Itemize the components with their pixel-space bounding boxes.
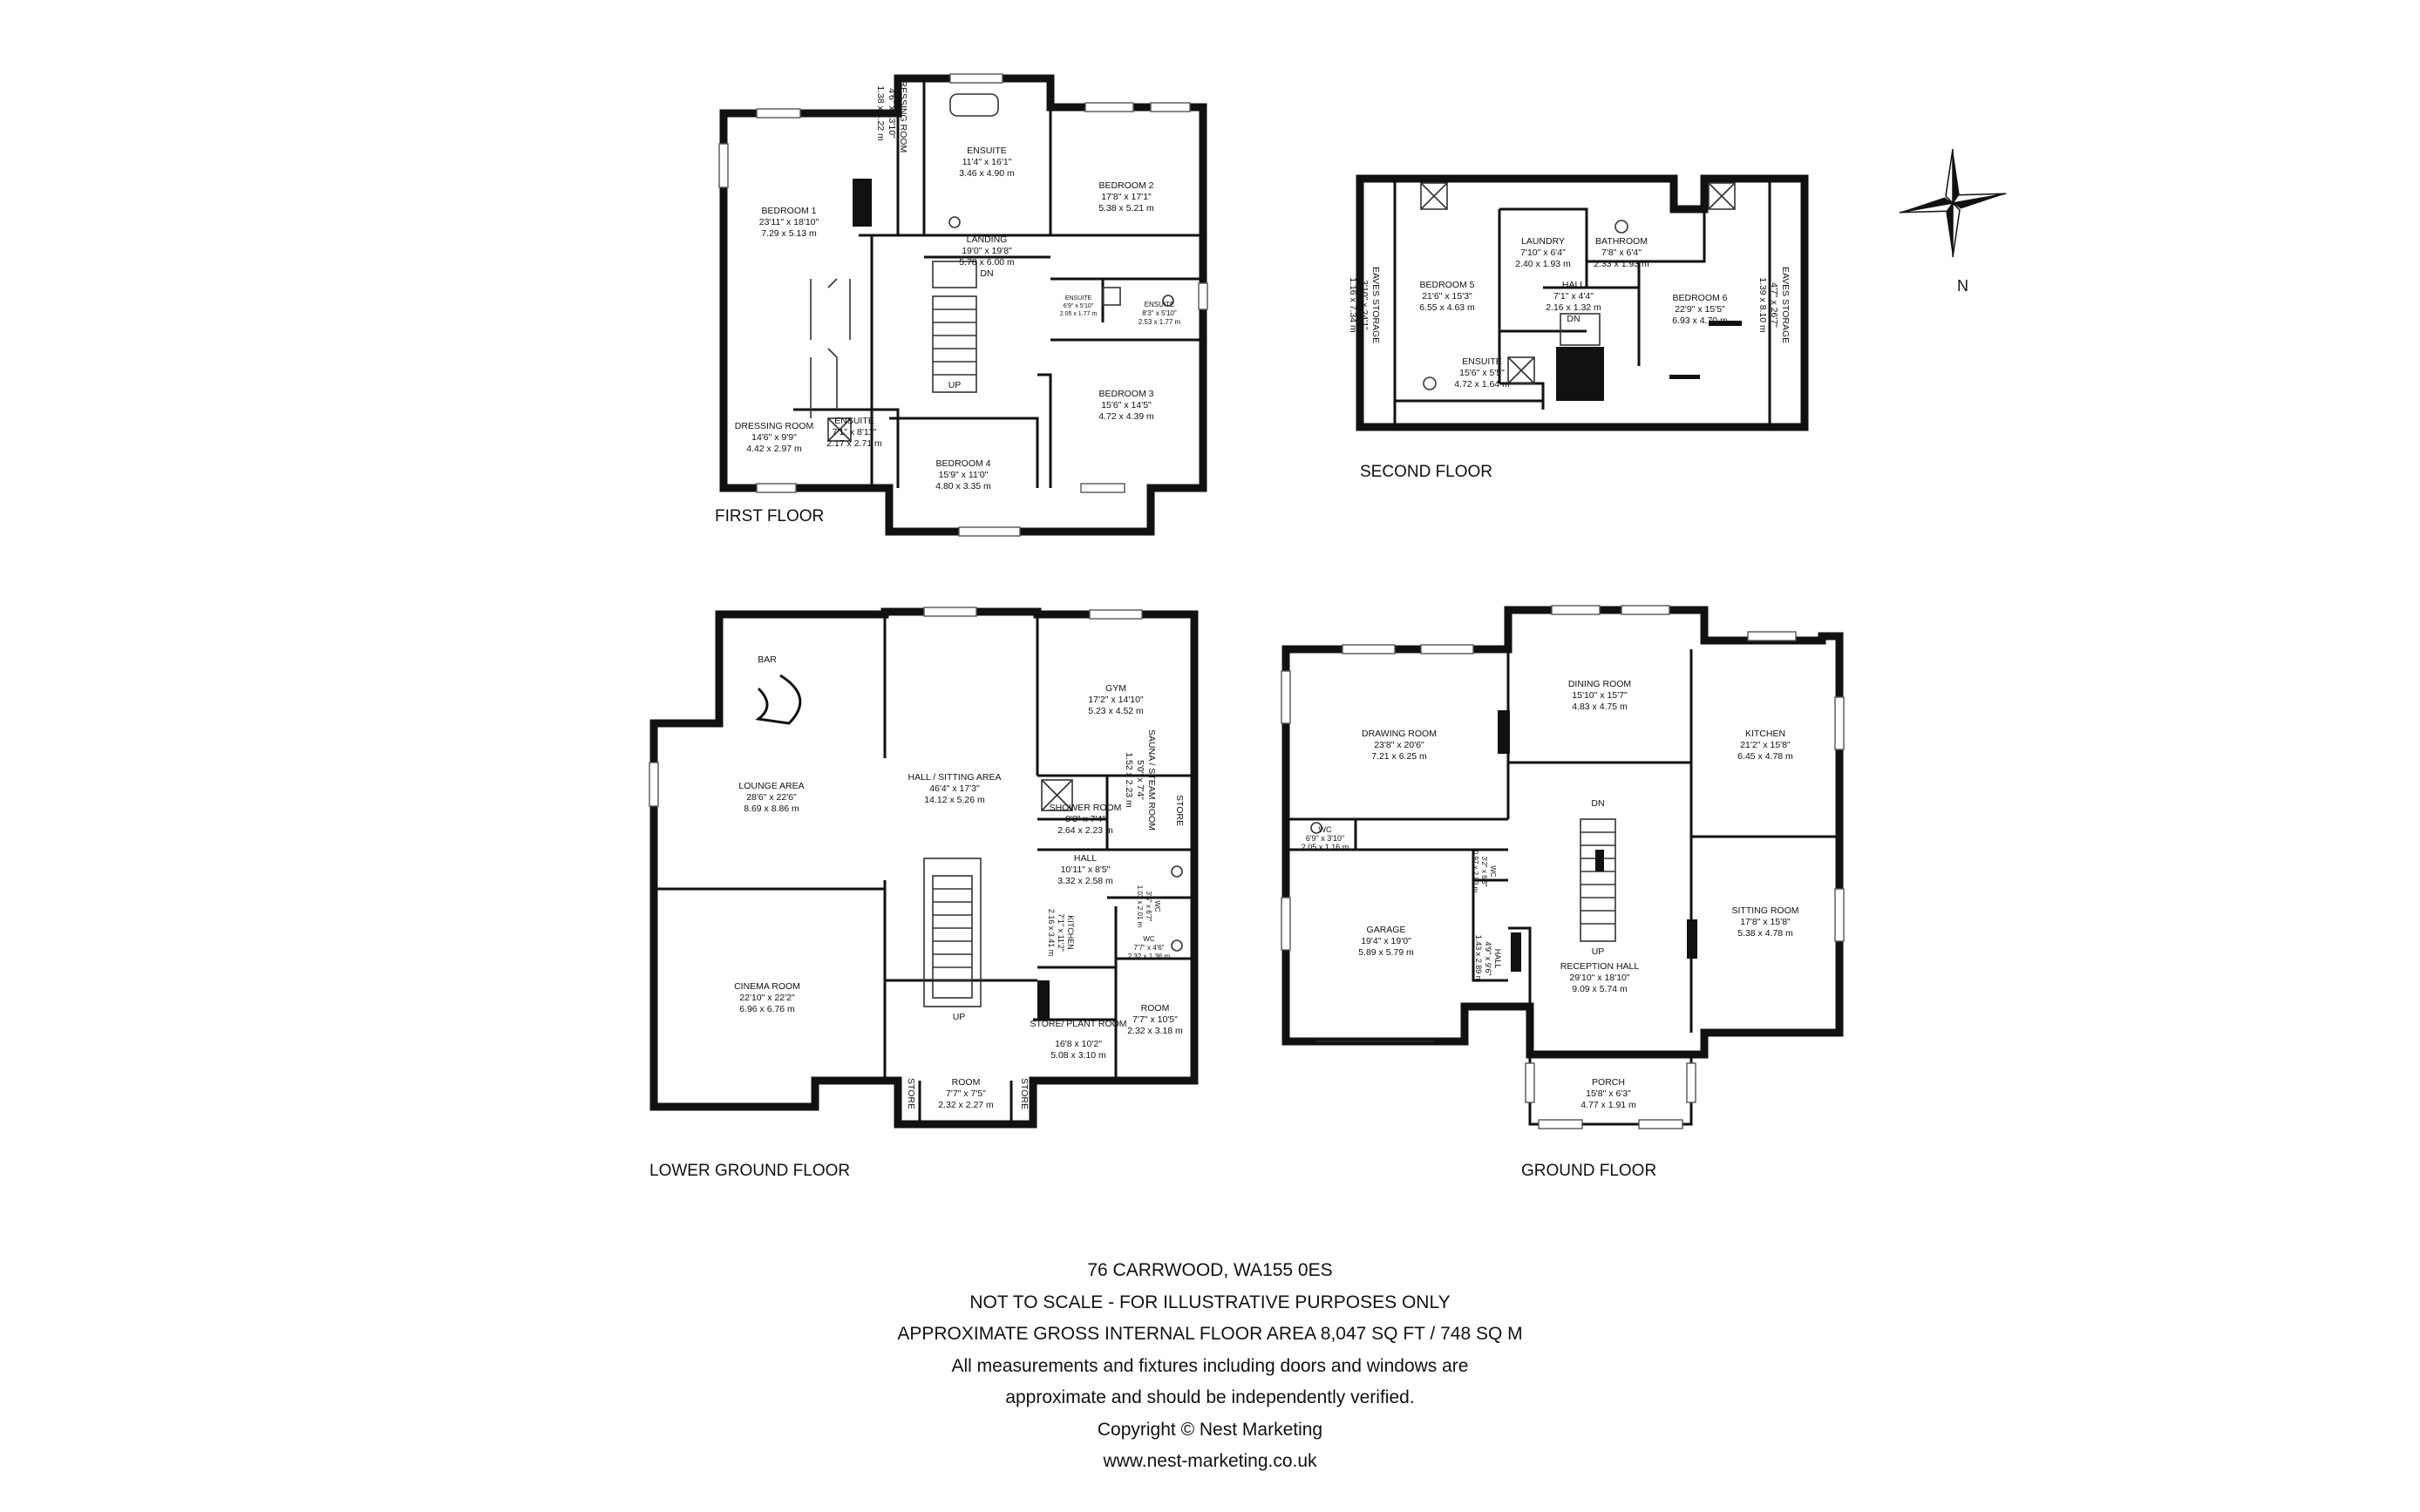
room-label-eaves-storage-right: EAVES STORAGE4'7" x 26'7"1.39 x 8.10 m	[1757, 267, 1791, 343]
property-address: 76 CARRWOOD, WA155 0ES	[1087, 1260, 1333, 1280]
room-label-store-lower-3: STORE	[1019, 1078, 1030, 1109]
stair-up-label-lower: UP	[953, 1012, 966, 1022]
footer-notes: 76 CARRWOOD, WA155 0ES NOT TO SCALE - FO…	[523, 1255, 1897, 1478]
stair-up-label-ground: UP	[1592, 946, 1605, 957]
room-label-store-lower-1: STORE	[1174, 795, 1185, 826]
room-label-wc-ground-2: WC3'2" x 6'8"0.97 x 2.03 m	[1472, 851, 1497, 893]
room-label-eaves-storage-left: EAVES STORAGE3'10" x 24'1"1.16 x 7.34 m	[1348, 267, 1381, 343]
compass-north-label: N	[1957, 277, 1968, 295]
room-label-bar: BAR	[758, 654, 777, 665]
room-label-sauna: SAUNA / STEAM ROOM5'0" x 7'4"1.52 x 2.23…	[1124, 729, 1157, 831]
stair-up-label-first: UP	[948, 380, 962, 390]
copyright: Copyright © Nest Marketing	[1097, 1419, 1323, 1440]
stair-dn-label-ground: DN	[1591, 798, 1604, 809]
second-floor-plan: EAVES STORAGE3'10" x 24'1"1.16 x 7.34 m …	[1348, 174, 1809, 431]
floor-area: APPROXIMATE GROSS INTERNAL FLOOR AREA 8,…	[897, 1324, 1523, 1344]
compass-rose-icon	[1899, 148, 2007, 258]
disclaimer-line-1: All measurements and fixtures including …	[951, 1355, 1469, 1376]
room-label-hall-ground: HALL4'9" x 9'6"1.43 x 2.89 m	[1474, 935, 1502, 983]
scale-note: NOT TO SCALE - FOR ILLUSTRATIVE PURPOSES…	[969, 1292, 1451, 1312]
floor-title-first: FIRST FLOOR	[715, 507, 825, 525]
room-label-dressing-room-small: DRESSING ROOM4'6" x 13'10"1.38 x 4.22 m	[875, 74, 908, 153]
floor-title-ground: GROUND FLOOR	[1521, 1162, 1657, 1180]
room-label-store-lower-2: STORE	[906, 1078, 916, 1109]
website-link[interactable]: www.nest-marketing.co.uk	[1103, 1451, 1317, 1471]
floor-title-second: SECOND FLOOR	[1360, 463, 1493, 481]
floor-title-lower: LOWER GROUND FLOOR	[649, 1162, 851, 1180]
room-label-wc-lower-1: WC3'5" x 6'7"1.03 x 2.01 m	[1136, 885, 1161, 928]
room-label-kitchen-lower: KITCHEN7'1" x 11'2"2.16 x 3.41 m	[1047, 909, 1075, 957]
disclaimer-line-2: approximate and should be independently …	[1005, 1387, 1415, 1407]
